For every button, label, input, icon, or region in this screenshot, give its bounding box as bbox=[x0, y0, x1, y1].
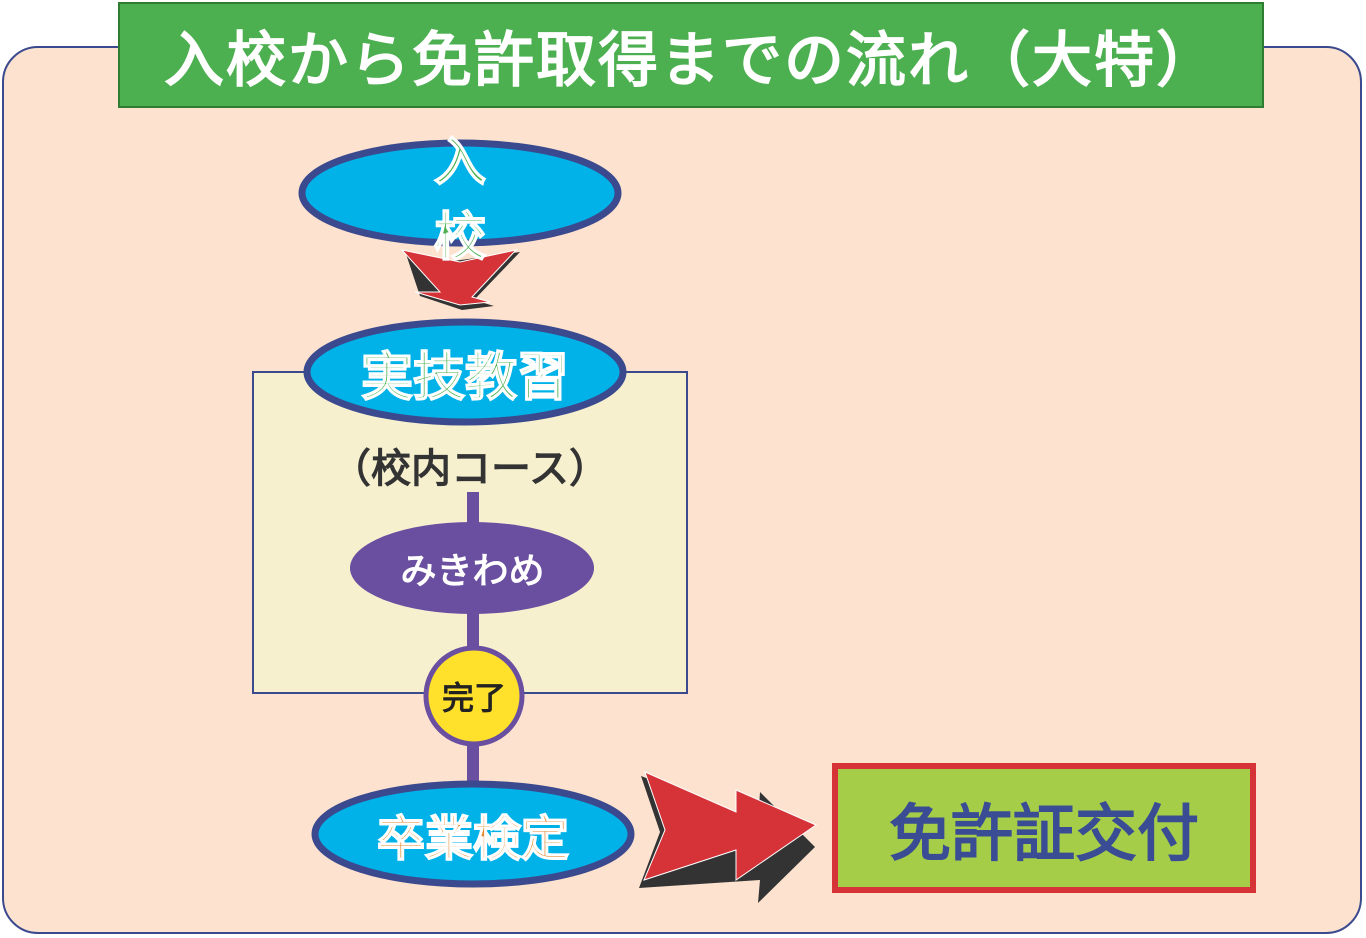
license-box bbox=[832, 763, 1256, 893]
step-practice: 実技教習 bbox=[360, 347, 570, 409]
course-note: （校内コース） bbox=[331, 446, 609, 492]
step-done: 完了 bbox=[441, 679, 506, 717]
right-arrow-icon bbox=[643, 771, 818, 881]
practice-ellipse bbox=[303, 318, 627, 426]
step-entry: 入 校 bbox=[433, 132, 659, 269]
graduation-ellipse bbox=[311, 780, 635, 888]
entry-ellipse bbox=[298, 139, 622, 247]
done-circle bbox=[423, 645, 525, 747]
step-license: 免許証交付 bbox=[888, 797, 1199, 870]
check-ellipse bbox=[350, 522, 594, 614]
step-graduation: 卒業検定 bbox=[376, 810, 570, 868]
page-title: 入校から免許取得までの流れ（大特） bbox=[118, 2, 1264, 108]
down-arrow-icon bbox=[400, 249, 518, 306]
step-check: みきわめ bbox=[400, 551, 545, 592]
